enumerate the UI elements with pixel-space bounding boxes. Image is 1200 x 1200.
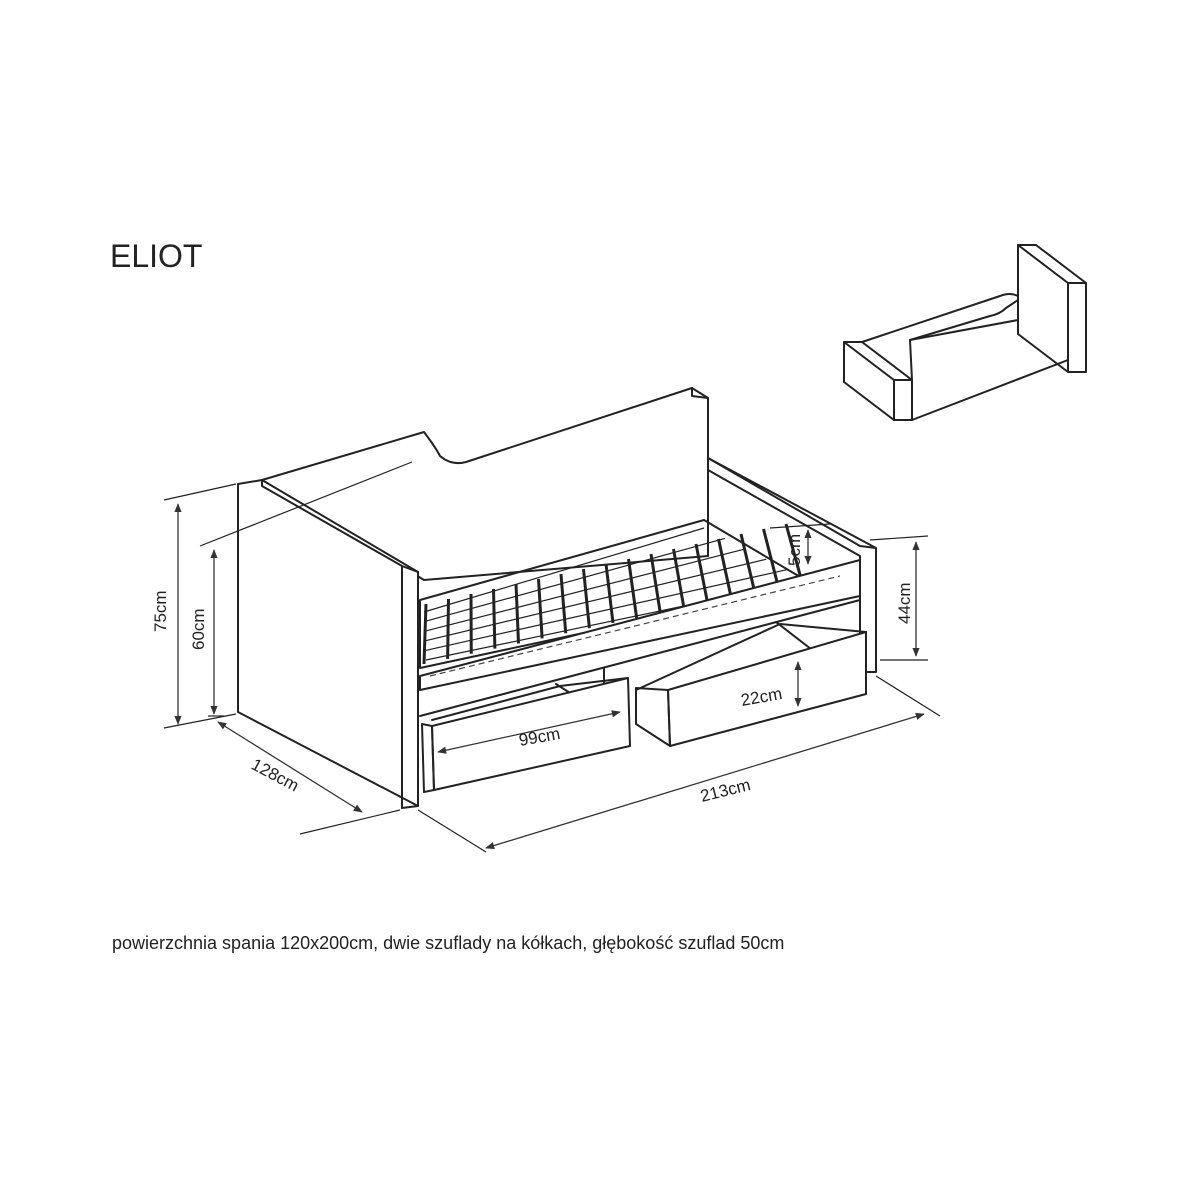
slat: [422, 603, 428, 665]
slat-rail: [425, 569, 788, 651]
dim-5cm-label: 5cm: [785, 534, 804, 566]
slat-rail: [423, 527, 705, 613]
dim-44cm-label: 44cm: [895, 582, 914, 624]
slat: [649, 553, 662, 613]
right-drawer: [635, 621, 867, 747]
slat: [672, 548, 686, 608]
slat: [582, 568, 591, 629]
slat-rail: [424, 548, 746, 632]
back-panel: [261, 387, 709, 581]
slat: [514, 583, 520, 644]
product-caption: powierzchnia spania 120x200cm, dwie szuf…: [112, 933, 785, 953]
dim-213cm-label: 213cm: [698, 775, 752, 806]
slat: [762, 528, 780, 588]
front-rail: [419, 559, 861, 691]
product-title: ELIOT: [110, 238, 203, 274]
slat: [537, 578, 544, 639]
dim-75cm-label: 75cm: [151, 590, 170, 632]
slat: [784, 523, 804, 583]
bed-drawing: [237, 387, 877, 809]
dimension-lines: [163, 461, 941, 853]
slat: [446, 598, 450, 659]
slat: [627, 558, 639, 619]
slat-rail: [425, 558, 767, 642]
thumbnail-view: [843, 244, 1087, 421]
slat-rail: [424, 537, 725, 623]
dim-128cm-label: 128cm: [248, 755, 302, 796]
dim-60cm-label: 60cm: [189, 608, 208, 650]
slat: [717, 538, 733, 598]
slat: [492, 588, 497, 649]
slat: [604, 563, 615, 624]
slat: [694, 543, 709, 603]
